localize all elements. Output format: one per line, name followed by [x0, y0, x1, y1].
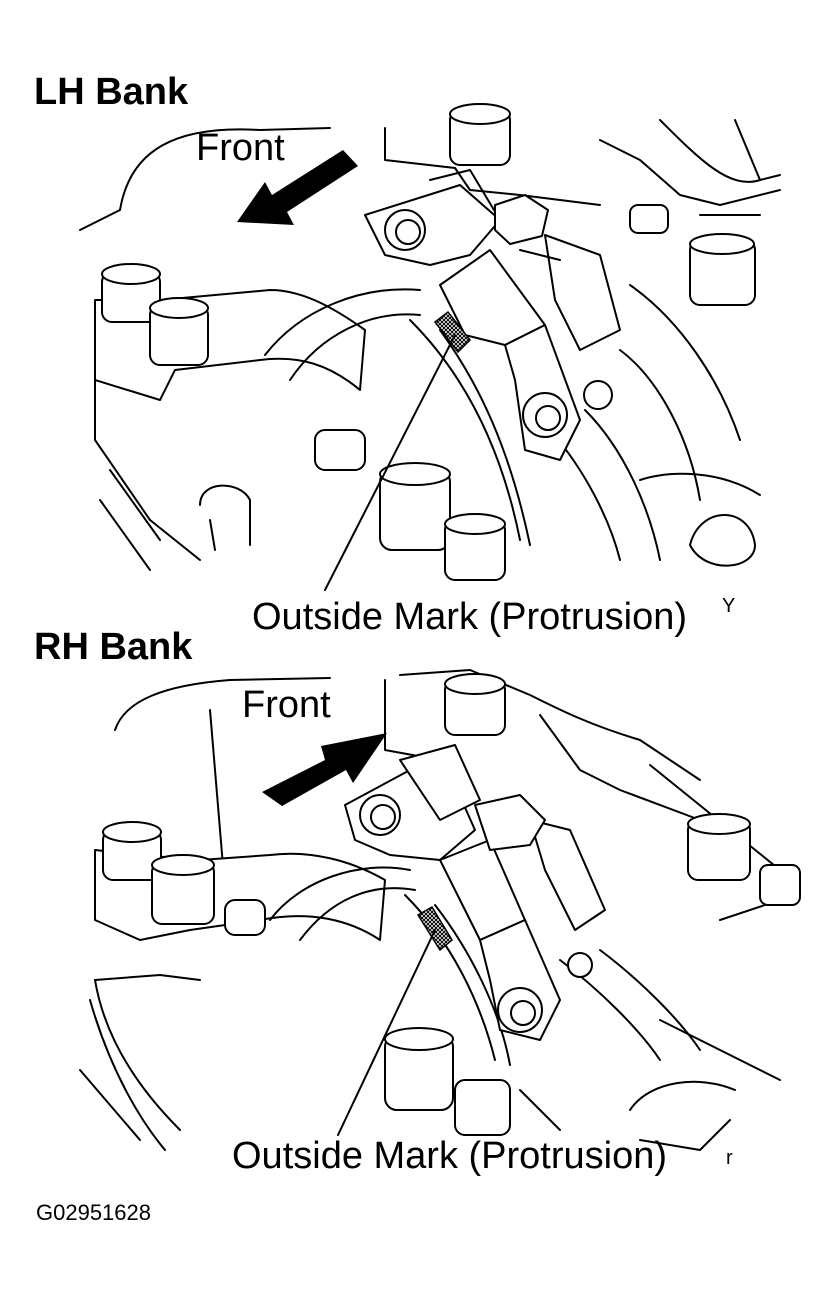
callout-label: Outside Mark (Protrusion)	[232, 1135, 668, 1177]
rh-bank-panel: RH Bank Front Outside Mark (Protrusion) …	[0, 620, 823, 1210]
front-arrow	[237, 150, 358, 225]
callout-label: Outside Mark (Protrusion)	[252, 596, 688, 638]
front-arrow	[262, 733, 387, 806]
front-label: Front	[196, 127, 285, 169]
lh-bank-panel: LH Bank Front Outside Mark (Protrusion) …	[34, 71, 781, 638]
rh-bank-illustration	[79, 669, 801, 1151]
figure-code: G02951628	[36, 1200, 151, 1225]
bank-title: RH Bank	[34, 626, 193, 668]
callout-leader-line	[337, 929, 436, 1136]
callout-leader-line	[324, 334, 456, 591]
corner-mark: r	[726, 1147, 733, 1169]
lh-bank-illustration	[79, 103, 781, 591]
front-label: Front	[242, 684, 331, 726]
bank-title: LH Bank	[34, 71, 189, 113]
corner-mark: Y	[722, 595, 736, 617]
